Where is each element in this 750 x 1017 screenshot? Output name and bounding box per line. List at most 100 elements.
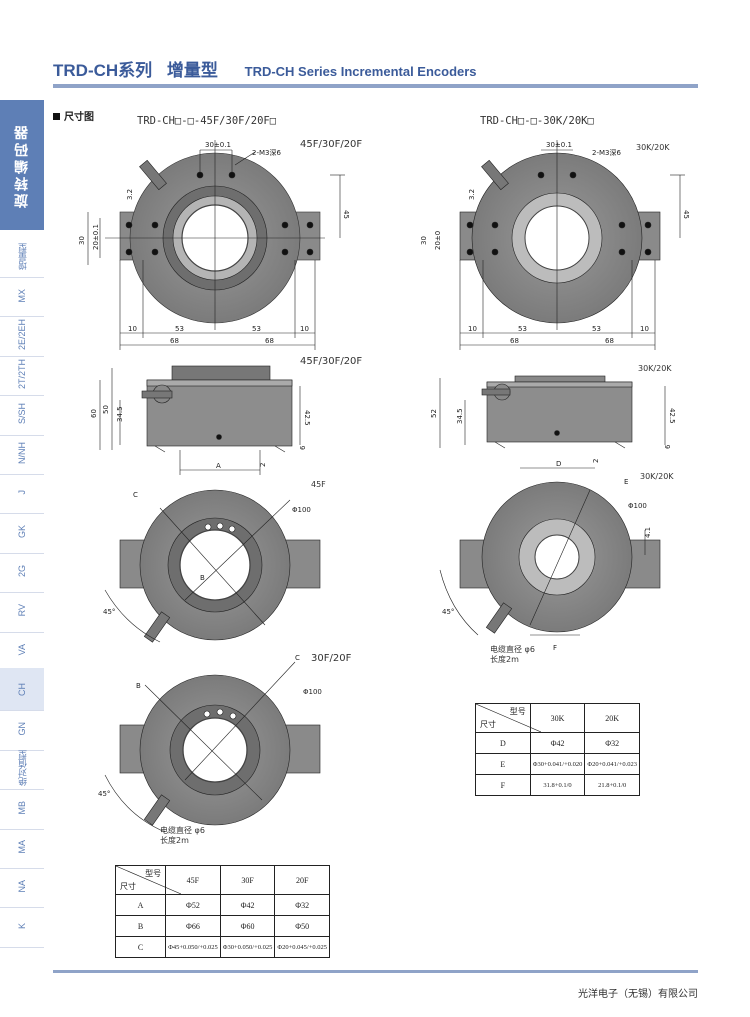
svg-text:30: 30 <box>420 236 428 245</box>
sidebar-tab[interactable]: 2G <box>0 550 44 594</box>
table-f-row-label: A <box>114 894 167 916</box>
svg-text:45: 45 <box>682 210 690 219</box>
header-rule <box>53 84 698 88</box>
svg-text:C: C <box>133 491 138 499</box>
table-k-row-label: D <box>475 732 531 754</box>
svg-text:2-M3深6: 2-M3深6 <box>252 148 281 157</box>
sidebar-tab[interactable]: MB <box>0 787 44 830</box>
svg-text:2: 2 <box>259 463 267 467</box>
sidebar-heading: 旋转编码器 <box>0 100 44 230</box>
table-f-row-label: B <box>114 915 167 937</box>
svg-text:68: 68 <box>265 337 274 345</box>
table-f-col: 30F <box>219 865 276 895</box>
svg-text:20±0: 20±0 <box>434 231 442 250</box>
sidebar-tab[interactable]: GN <box>0 708 44 751</box>
table-f-col: 20F <box>274 865 330 895</box>
svg-text:F: F <box>553 644 557 652</box>
svg-text:53: 53 <box>518 325 527 333</box>
title-en: TRD-CH Series Incremental Encoders <box>244 64 477 79</box>
svg-text:34.5: 34.5 <box>116 406 124 422</box>
table-f-col: 45F <box>165 865 221 895</box>
svg-text:45°: 45° <box>98 790 110 798</box>
svg-text:45°: 45° <box>103 608 115 616</box>
sidebar-tab[interactable]: 2T/2TH <box>0 353 44 397</box>
svg-text:3.2: 3.2 <box>468 189 476 200</box>
svg-text:Φ100: Φ100 <box>628 502 647 510</box>
table-f-cell: Φ20+0.045/+0.025 <box>274 936 330 958</box>
sidebar-tab[interactable]: GK <box>0 511 44 554</box>
section-label: 尺寸图 <box>53 108 94 123</box>
svg-text:10: 10 <box>468 325 477 333</box>
svg-text:68: 68 <box>605 337 614 345</box>
table-k-row-label: F <box>475 774 531 796</box>
sidebar-tab[interactable]: NA <box>0 865 44 909</box>
table-k-cell: Φ30+0.041/+0.020 <box>529 753 586 775</box>
svg-text:30±0.1: 30±0.1 <box>205 141 231 149</box>
left-variant-b1: 45F <box>311 480 326 489</box>
left-bottom-view-2 <box>104 661 321 833</box>
table-f-corner: 型号 尺寸 <box>114 865 181 895</box>
svg-text:3.2: 3.2 <box>126 189 134 200</box>
svg-text:6: 6 <box>664 444 672 449</box>
svg-text:34.5: 34.5 <box>456 408 464 424</box>
sidebar-tab[interactable]: 增量型 <box>0 235 44 278</box>
right-top-view <box>459 140 685 350</box>
svg-text:10: 10 <box>300 325 309 333</box>
left-variant-top: 45F/30F/20F <box>300 139 363 150</box>
table-f-cell: Φ52 <box>165 894 221 916</box>
svg-text:20±0.1: 20±0.1 <box>92 224 100 250</box>
svg-text:6: 6 <box>299 445 307 450</box>
sidebar-tab[interactable]: RV <box>0 590 44 633</box>
sidebar-tab[interactable]: J <box>0 471 44 515</box>
svg-text:68: 68 <box>510 337 519 345</box>
footer-rule <box>53 970 698 973</box>
table-k-cell: 31.8+0.1/0 <box>529 774 586 796</box>
table-k-col: 30K <box>529 703 586 733</box>
right-model: TRD-CH□-□-30K/20K□ <box>480 115 594 127</box>
svg-text:B: B <box>200 574 205 582</box>
svg-text:B: B <box>136 682 141 690</box>
right-variant-side: 30K/20K <box>638 364 672 373</box>
svg-text:42.5: 42.5 <box>668 408 676 424</box>
svg-text:60: 60 <box>90 409 98 418</box>
left-variant-side: 45F/30F/20F <box>300 356 363 367</box>
svg-text:C: C <box>295 654 300 662</box>
sidebar-tab[interactable]: 2E/2EH <box>0 314 44 357</box>
table-k-cell: Φ32 <box>584 732 640 754</box>
svg-text:30±0.1: 30±0.1 <box>546 141 572 149</box>
left-top-view <box>87 140 345 350</box>
svg-text:53: 53 <box>175 325 184 333</box>
sidebar-tab[interactable]: CH <box>0 668 44 712</box>
svg-text:53: 53 <box>252 325 261 333</box>
table-f-cell: Φ50 <box>274 915 330 937</box>
table-f-cell: Φ45+0.050/+0.025 <box>165 936 221 958</box>
sidebar-tab[interactable]: MA <box>0 826 44 869</box>
svg-text:10: 10 <box>128 325 137 333</box>
sidebar-tab[interactable]: MX <box>0 274 44 318</box>
svg-text:2: 2 <box>592 459 600 463</box>
svg-text:42.5: 42.5 <box>303 410 311 426</box>
svg-text:10: 10 <box>640 325 649 333</box>
svg-text:50: 50 <box>102 405 110 414</box>
svg-text:4.1: 4.1 <box>644 527 652 538</box>
table-f-row-label: C <box>114 936 167 958</box>
left-variant-b2: 30F/20F <box>311 653 352 664</box>
svg-text:52: 52 <box>430 409 438 418</box>
sidebar-tab[interactable]: S/SH <box>0 393 44 436</box>
sidebar-tab[interactable]: K <box>0 905 44 948</box>
right-side-dims: 52 34.5 42.5 D 2 6 <box>430 408 676 468</box>
sidebar-tab[interactable]: N/NH <box>0 432 44 475</box>
sidebar-tab[interactable]: 绝对值型 <box>0 747 44 791</box>
table-k-cell: Φ42 <box>529 732 586 754</box>
title-cn: TRD-CH系列 <box>53 61 153 80</box>
right-variant-top: 30K/20K <box>636 143 670 152</box>
right-bottom-view <box>439 481 661 636</box>
left-top-dims: 30±0.1 2-M3深6 45 30 20±0.1 3.2 10 53 53 … <box>78 141 350 345</box>
footer-company: 光洋电子（无锡）有限公司 <box>578 989 698 1000</box>
svg-text:2-M3深6: 2-M3深6 <box>592 148 621 157</box>
left-model: TRD-CH□-□-45F/30F/20F□ <box>137 115 277 127</box>
page-header: TRD-CH系列 增量型 TRD-CH Series Incremental E… <box>53 54 703 90</box>
svg-text:Φ100: Φ100 <box>292 506 311 514</box>
